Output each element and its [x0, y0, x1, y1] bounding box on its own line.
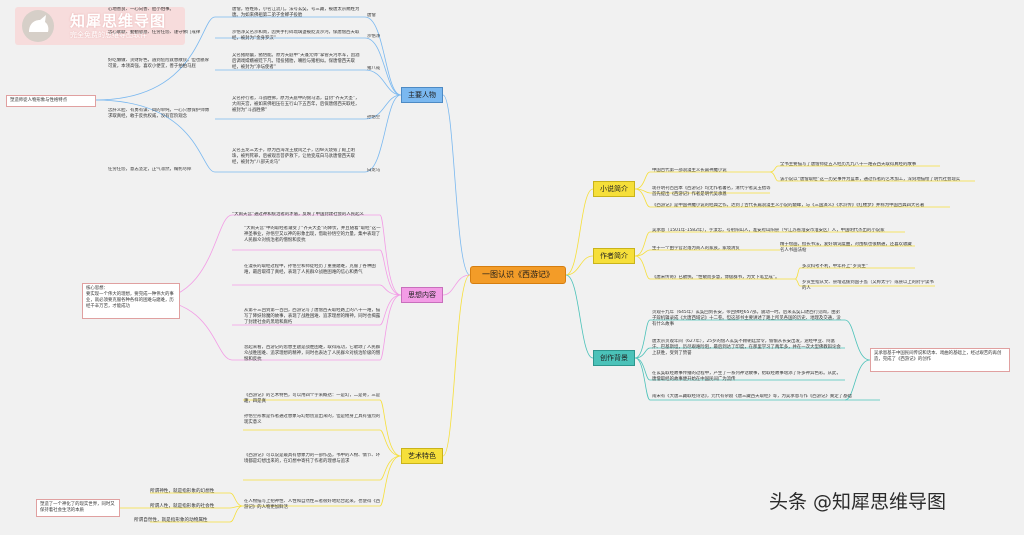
thought-item[interactable]: 从第十三回到第一百回，西游记写了唐僧西天取经路上的八十一难，描写了降妖除魔的故事… [244, 308, 381, 325]
branch-author[interactable]: 作者简介 [593, 248, 635, 264]
char-desc[interactable]: 又名猪刚鬣，猪悟能。原为天庭中“天蓬元帅”掌管天河水军，因酒后调戏嫦娥被贬下凡，… [232, 53, 360, 70]
char-traits[interactable]: 心地善良、一心向善、胆小怕事。 [108, 7, 174, 12]
char-name[interactable]: 白龙马 [367, 168, 381, 173]
bg-item[interactable]: 在玄奘取经故事传播的过程中，产生了一系列神话故事，给取经故事增添了许多神异色彩。… [652, 371, 841, 382]
rhino-logo-icon [22, 10, 54, 42]
thought-item[interactable]: “大闹天宫”中的取经者遭受了“齐天大圣”的降伏，并且随着“取经”这一神圣事业，孙… [244, 226, 381, 243]
author-item[interactable]: 《唐宋传奇》已散佚。“性敏而多慧，博极群书，为文下笔立成”。 [652, 275, 780, 280]
art-item[interactable]: 《西游记》可以说是最具有想象力的一部作品，书中的人物、情节、环境都是幻想出来的，… [244, 453, 381, 464]
note-art[interactable]: 塑造了一个神化了的现实世界，同时又保持着社会生活的本质 [36, 499, 120, 517]
central-topic[interactable]: 一图认识《西游记》 [470, 266, 566, 284]
char-desc[interactable]: 又名孙行者，斗战胜佛，原为天庭中的弼马温，自封“齐天大圣”，大闹天宫，被如来佛祖… [232, 96, 360, 113]
intro-sub[interactable]: 全书主要描写了唐僧师徒五人经历九九八十一难去西天取得真经的故事 [780, 162, 917, 167]
bg-item[interactable]: 南宋有《大唐三藏取经诗话》，元代有杂剧《唐三藏西天取经》等，为吴承恩写作《西游记… [652, 394, 852, 399]
thought-item[interactable]: 总起来看，西游记的思想主题是战胜困难，取得成功，它歌颂了人民群众战胜困难、追求理… [244, 345, 381, 362]
art-pill[interactable]: 所谓人性，就是指形象的社会性 [150, 504, 215, 509]
art-pill[interactable]: 所谓自然性，就是指形象的动物属性 [134, 518, 208, 523]
note-background[interactable]: 吴承恩基于中国民间传说和话本、戏曲的基础上，经过艰苦的再创造，完成了《西游记》的… [870, 348, 1010, 372]
char-desc[interactable]: 唐僧，俗姓陈，小名江流儿，法号玄奘，号三藏，被唐太宗赐姓为唐。为如来佛祖第二弟子… [232, 7, 360, 18]
char-name[interactable]: 孙悟空 [367, 115, 381, 120]
bg-item[interactable]: 贞观十九年（645年）玄奘回到长安，带回佛经657部。震动一时。后来玄奘口述西行… [652, 310, 841, 327]
brand-title: 知犀思维导图 [70, 12, 167, 30]
author-sub[interactable]: 多次科考不利，中年补上“岁贡生” [802, 264, 869, 269]
art-pill[interactable]: 所谓神性，就是指形象的幻想性 [150, 489, 215, 494]
art-item[interactable]: 孙悟空形象是作者通过想象与幻想创造出来的，但是他身上具有强烈的现实意义 [244, 414, 381, 425]
branch-characters[interactable]: 主要人物 [401, 87, 443, 103]
author-item[interactable]: 生于一个由学官沦落为商人的家族，家境清贫 [652, 246, 740, 251]
char-traits[interactable]: 任劳任怨，意志坚定，正气凛然，鞠躬尽瘁 [108, 167, 192, 172]
intro-item[interactable]: 《西游记》是中国神魔小说的经典之作，达到了古代长篇浪漫主义小说的巅峰，与《三国演… [652, 203, 925, 208]
note-thought[interactable]: 核心思想： 要实现一个伟大的理想，要完成一种伟大的事业，就必须要克服各种各样的困… [82, 283, 180, 319]
char-traits[interactable]: 忠心耿耿、勤勤恳恳、任劳任怨、谨守佛门戒律 [108, 30, 201, 35]
brand-subtitle: 完全免费的思维导图软件 [70, 31, 147, 39]
branch-art[interactable]: 艺术特色 [401, 448, 443, 464]
intro-item[interactable]: 现存明刊百回本《西游记》均无作者署名，清代学者吴玉搢等首先提出《西游记》作者是明… [652, 186, 771, 197]
char-desc[interactable]: 又名玉龙三太子，原为西海龙王敖闰之子，因纵火烧毁了殿上明珠，被判死罪，后被观音菩… [232, 148, 355, 165]
note-characters[interactable]: 塑造师徒人物形象与性格特点 [6, 95, 96, 107]
char-name[interactable]: 猪八戒 [367, 66, 381, 71]
thought-item[interactable]: 在漫长的取经过程中，孙悟空和师徒经历了重重磨难，克服了各种困难，最后取得了真经，… [244, 264, 376, 275]
intro-item[interactable]: 中国古代第一部浪漫主义长篇神魔小说 [652, 168, 727, 173]
thought-item[interactable]: “大闹天宫”通过神和统治者的矛盾，反映了中国封建社会的人民起义 [232, 212, 364, 217]
watermark: 头条 @知犀思维导图 [769, 491, 947, 513]
char-name[interactable]: 沙悟净 [367, 34, 381, 39]
char-traits[interactable]: 忠肝义胆、有勇有谋、目的单纯，一心只想保护师傅求取真经，敢于反抗权威，没有官阶观… [108, 108, 209, 119]
intro-sub[interactable]: 该小说以“唐僧取经”这一历史事件为蓝本，通过作者的艺术加工，深刻地描绘了明代社会… [780, 177, 961, 182]
author-item[interactable]: 吴承恩（1501年-1582年），字汝忠，号射阳山人，淮安府山阳县（今江苏省淮安… [652, 228, 885, 233]
art-item[interactable]: 在人物描写上把神性、人性和自然性三者很好地结合起来，也使得《西游记》的人物更加鲜… [244, 499, 381, 510]
art-item[interactable]: 《西游记》的艺术特色，可以用四个字来概括：一是幻，二是奇，三是趣，四是真 [244, 393, 381, 404]
char-name[interactable]: 唐僧 [367, 13, 376, 18]
bg-item[interactable]: 唐太宗贞观年间（627年），25岁的僧人玄奘不顾朝廷禁令，偷偷从长安出发，途经中… [652, 339, 841, 356]
branch-thought[interactable]: 思想内容 [401, 287, 443, 303]
char-traits[interactable]: 好吃懒做、贪财好色，遇到危险就想散伙，但也憨厚可爱，本领高强，喜欢小便宜，善于拍… [108, 58, 209, 69]
branch-background[interactable]: 创作背景 [593, 350, 635, 366]
author-sub[interactable]: 精于绘画，擅长书法，爱好填词度曲，对围棋也很精通，还喜欢收藏名人书画法帖 [780, 242, 912, 253]
author-sub[interactable]: 岁贡生指从文、县增选拔到国子监（又称太学）或县以上的府学读书的人 [802, 280, 934, 291]
branch-intro[interactable]: 小说简介 [593, 181, 635, 197]
char-desc[interactable]: 沙悟净又名沙和尚，因失手打碎琉璃盏被贬流沙河，保唐僧西天取经，被封为“金身罗汉” [232, 30, 360, 41]
